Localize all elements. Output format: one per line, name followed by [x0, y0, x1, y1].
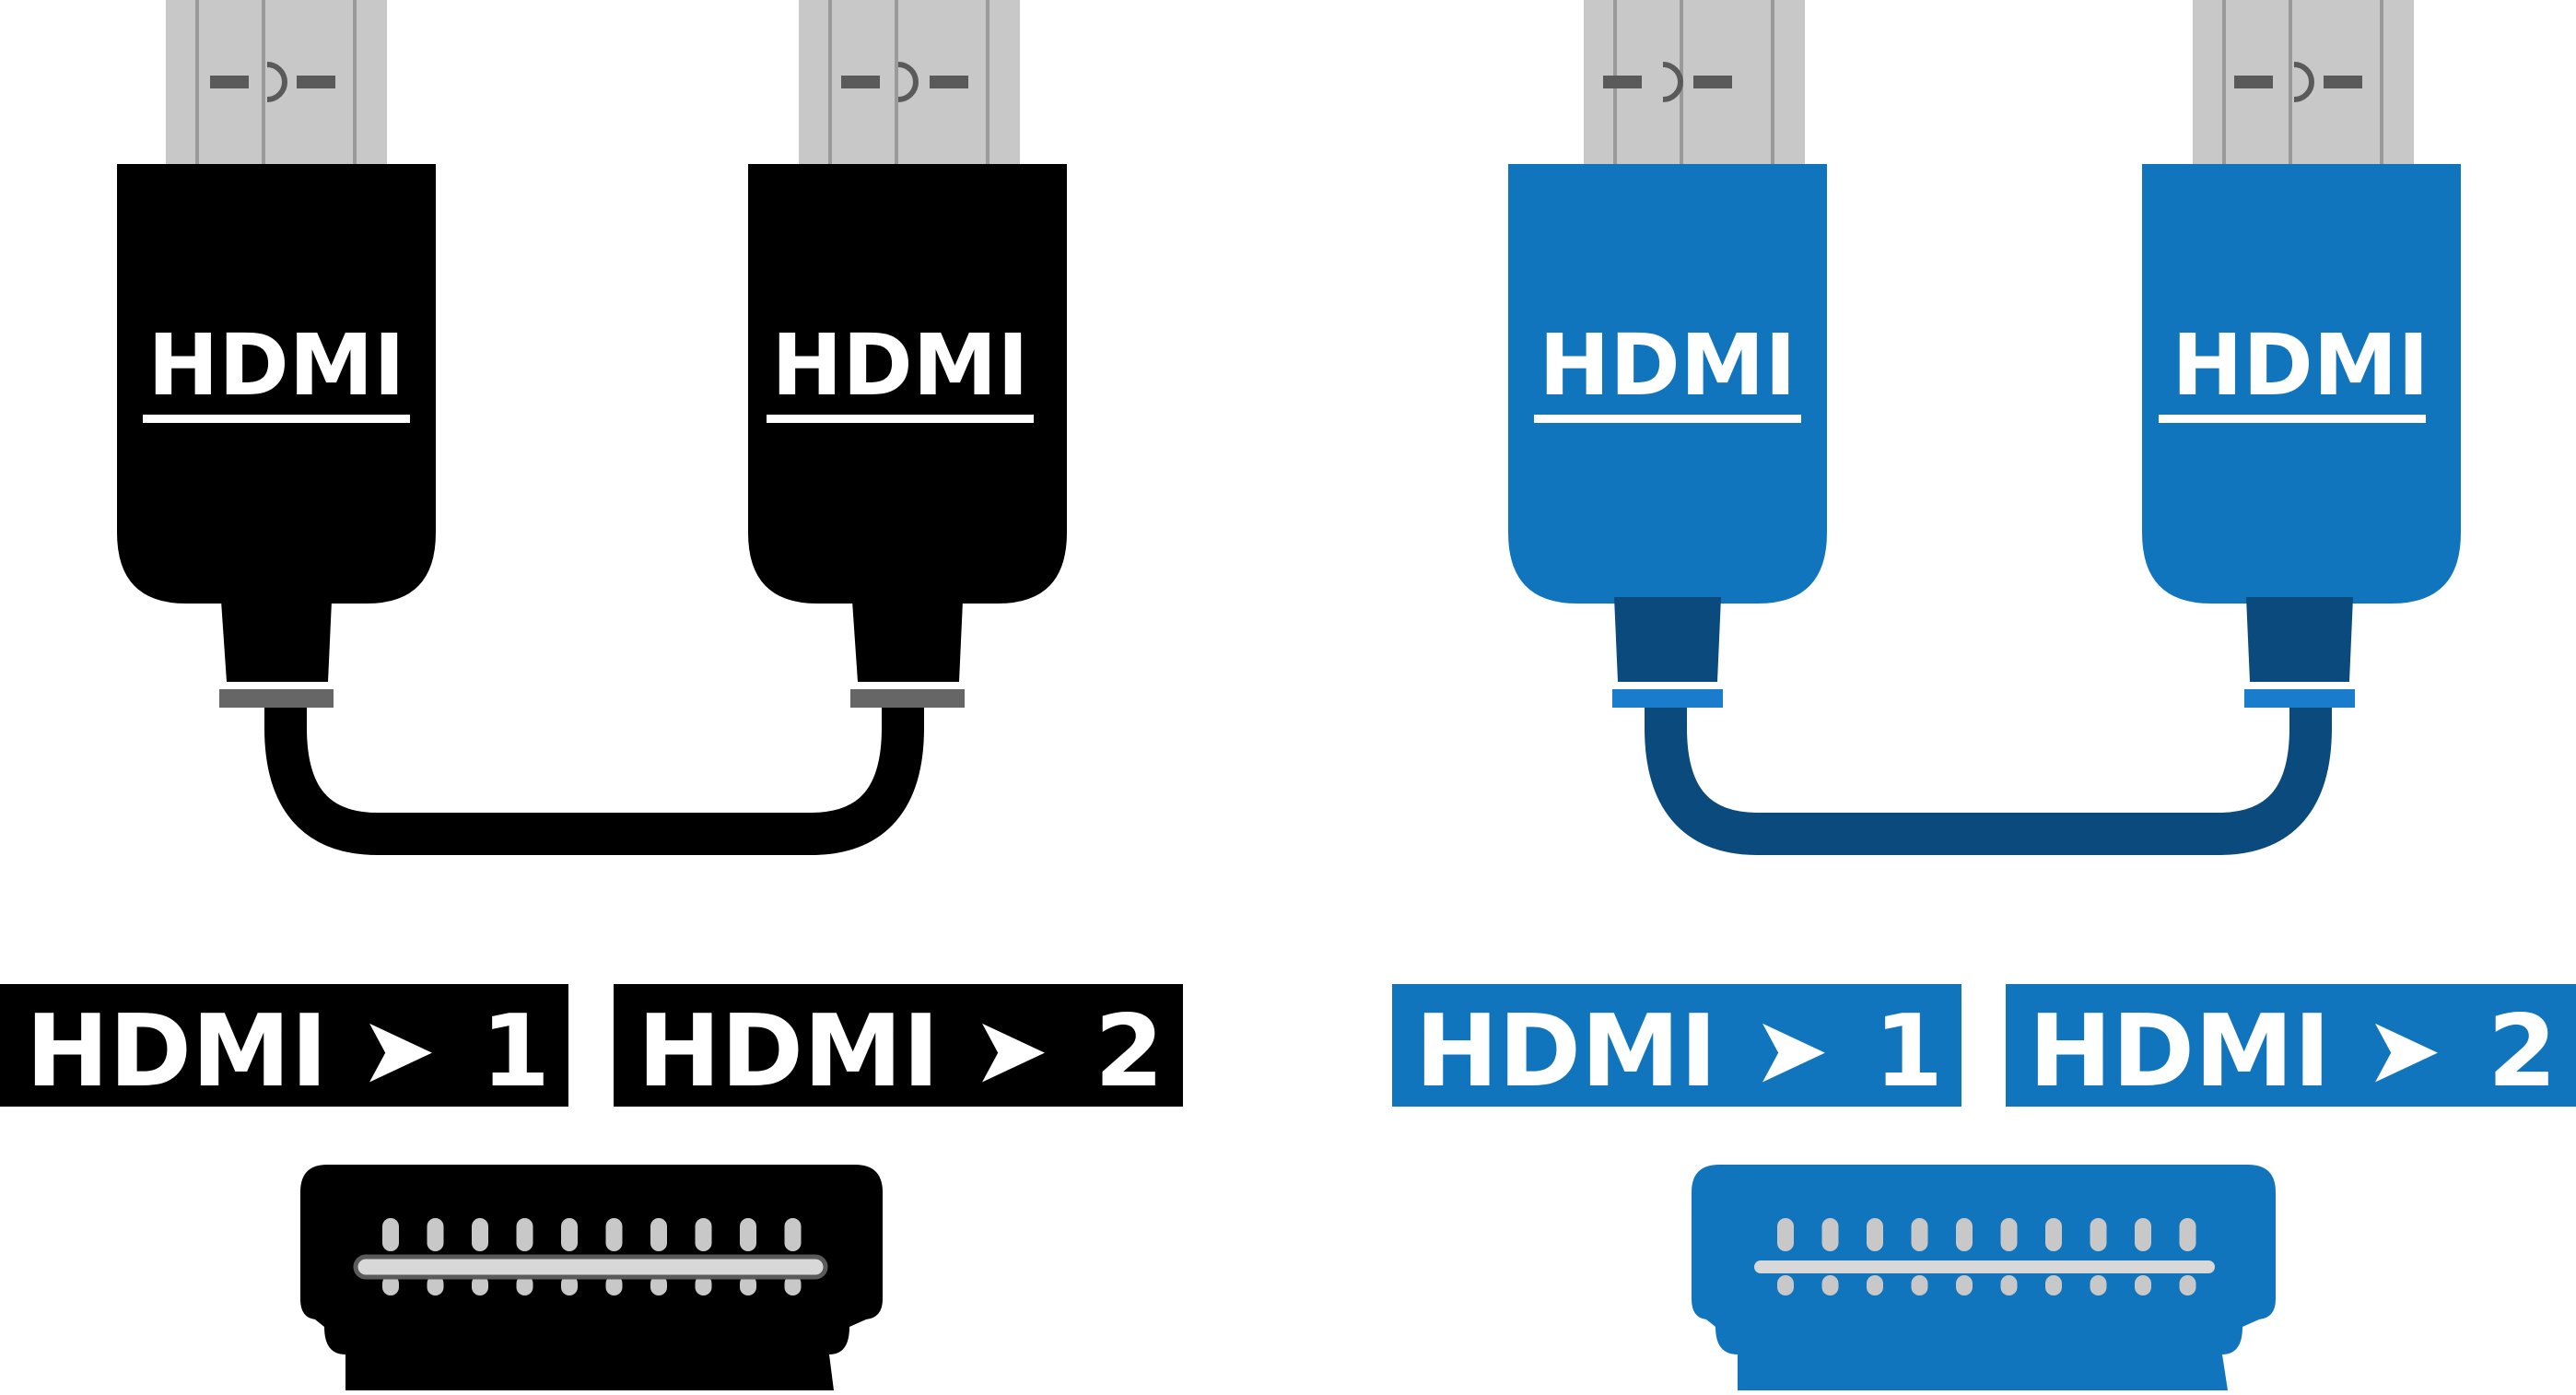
port-pins: [1777, 1218, 2196, 1295]
label-underline: [1534, 415, 1801, 423]
plug-body: [117, 164, 436, 604]
port-pin: [1956, 1218, 1973, 1251]
port-pin: [2179, 1275, 2196, 1295]
plug-body: [1508, 164, 1827, 604]
port-pin: [2045, 1275, 2062, 1295]
port-pin: [695, 1218, 712, 1251]
port-pin: [740, 1218, 756, 1251]
plug-body: [748, 164, 1067, 604]
arrow-right-icon: ➤: [2365, 996, 2442, 1104]
black-set: HDMI HDMI HDMI ➤ 1: [0, 0, 1183, 1390]
port-pin: [427, 1275, 444, 1295]
plug-neck: [221, 601, 332, 682]
port-pin: [1867, 1218, 1883, 1251]
port-pin: [382, 1218, 399, 1251]
port-pin: [650, 1275, 667, 1295]
black-port-label-1: HDMI ➤ 1: [0, 984, 568, 1109]
black-port-label-2: HDMI ➤ 2: [614, 984, 1183, 1109]
arrow-right-icon: ➤: [359, 996, 437, 1104]
connector-label: HDMI: [771, 316, 1028, 415]
port-label-text: HDMI: [638, 994, 940, 1109]
plug-metal-tip: [166, 0, 387, 170]
plug-band: [2244, 689, 2355, 708]
port-pin: [561, 1218, 578, 1251]
plug-body: [2142, 164, 2461, 604]
black-plug-right: HDMI: [748, 0, 1067, 708]
port-pin: [2135, 1218, 2151, 1251]
port-pin: [1777, 1275, 1794, 1295]
port-label-text: HDMI: [2029, 994, 2331, 1109]
arrow-right-icon: ➤: [972, 996, 1049, 1104]
connector-label: HDMI: [147, 316, 404, 415]
port-pin: [2179, 1218, 2196, 1251]
port-pin: [1867, 1275, 1883, 1295]
port-pin: [1821, 1275, 1839, 1295]
port-pin: [1911, 1218, 1928, 1251]
blue-hdmi-port-icon: [1692, 1165, 2276, 1390]
port-pin: [740, 1275, 756, 1295]
plug-neck: [2246, 597, 2353, 682]
port-number: 1: [481, 994, 550, 1109]
label-underline: [767, 415, 1034, 423]
blue-cable: [1645, 691, 2332, 855]
port-pin: [605, 1275, 623, 1295]
plug-metal-tip: [799, 0, 1020, 170]
blue-port-label-1: HDMI ➤ 1: [1392, 984, 1961, 1109]
port-pin: [605, 1218, 623, 1251]
port-pin: [1821, 1218, 1839, 1251]
port-pin: [1911, 1275, 1928, 1295]
port-tongue: [1754, 1260, 2215, 1273]
blue-plug-left: HDMI: [1508, 0, 1827, 708]
port-number: 2: [1095, 994, 1164, 1109]
port-tongue: [353, 1254, 828, 1280]
port-pin: [516, 1218, 533, 1251]
plug-band: [1612, 689, 1723, 708]
black-plug-left: HDMI: [117, 0, 436, 708]
port-pin: [516, 1275, 533, 1295]
port-pin: [2000, 1275, 2018, 1295]
blue-port-label-2: HDMI ➤ 2: [2006, 984, 2576, 1109]
port-pin: [2000, 1218, 2018, 1251]
port-number: 1: [1874, 994, 1943, 1109]
port-number: 2: [2488, 994, 2557, 1109]
port-pin: [2135, 1275, 2151, 1295]
port-pin: [427, 1218, 444, 1251]
port-pin: [650, 1218, 667, 1251]
port-pin: [472, 1275, 488, 1295]
plug-metal-tip: [2193, 0, 2414, 170]
port-pin: [561, 1275, 578, 1295]
plug-band: [219, 689, 334, 708]
black-hdmi-port-icon: [300, 1165, 883, 1390]
port-label-text: HDMI: [1415, 994, 1717, 1109]
port-pin: [472, 1218, 488, 1251]
port-pin: [695, 1275, 712, 1295]
arrow-right-icon: ➤: [1752, 996, 1830, 1104]
port-pin: [2045, 1218, 2062, 1251]
port-pin: [1777, 1218, 1794, 1251]
plug-band: [850, 689, 965, 708]
black-cable: [264, 691, 924, 855]
plug-neck: [1614, 597, 1721, 682]
plug-neck: [852, 601, 963, 682]
port-pin: [784, 1218, 802, 1251]
port-pin: [784, 1275, 802, 1295]
label-underline: [143, 415, 410, 423]
blue-plug-right: HDMI: [2142, 0, 2461, 708]
port-label-text: HDMI: [26, 994, 328, 1109]
port-pins: [382, 1218, 802, 1295]
port-pin: [2090, 1218, 2107, 1251]
connector-label: HDMI: [1539, 316, 1796, 415]
port-pin: [2090, 1275, 2107, 1295]
port-pin: [382, 1275, 399, 1295]
port-pin: [1956, 1275, 1973, 1295]
label-underline: [2159, 415, 2426, 423]
connector-label: HDMI: [2172, 316, 2429, 415]
blue-set: HDMI HDMI HDMI ➤ 1: [1392, 0, 2576, 1390]
